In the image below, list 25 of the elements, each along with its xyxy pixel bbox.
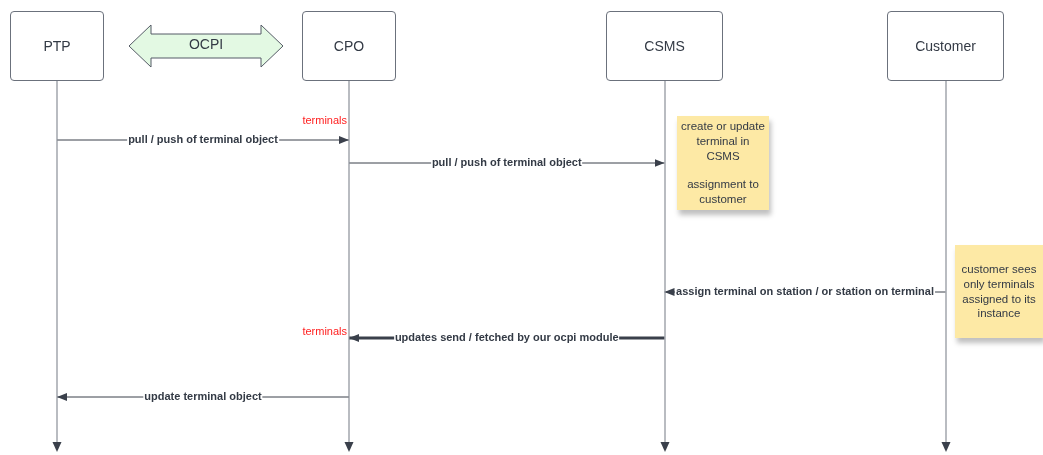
participant-name: Customer bbox=[915, 38, 976, 54]
lifeline bbox=[659, 81, 670, 452]
note-text: assignment to customer bbox=[686, 177, 760, 208]
lifeline bbox=[940, 81, 951, 452]
sticky-note bbox=[955, 245, 1043, 338]
note-text: create or update terminal in CSMS bbox=[680, 118, 766, 164]
edge-label: updates send / fetched by our ocpi module bbox=[393, 331, 620, 343]
note-text: customer sees only terminals assigned to its instance bbox=[960, 261, 1038, 322]
edge-label: assign terminal on station / or station on terminal bbox=[675, 285, 935, 297]
participant-name: PTP bbox=[43, 38, 71, 54]
annotation-label: terminals bbox=[302, 114, 347, 126]
edge-label: pull / push of terminal object bbox=[430, 156, 583, 168]
participant-name: CPO bbox=[333, 38, 365, 54]
participant-name: CSMS bbox=[644, 38, 685, 54]
annotation-label: terminals bbox=[302, 325, 347, 337]
participant-box bbox=[887, 11, 1004, 81]
double-arrow-shape bbox=[128, 24, 284, 68]
sticky-note bbox=[677, 116, 769, 210]
edge-label: pull / push of terminal object bbox=[127, 133, 279, 145]
edge-label: update terminal object bbox=[143, 390, 263, 402]
protocol-label: OCPI bbox=[188, 36, 224, 52]
participant-box bbox=[606, 11, 723, 81]
participant-box bbox=[302, 11, 396, 81]
lifeline bbox=[52, 81, 62, 452]
participant-box bbox=[10, 11, 104, 81]
